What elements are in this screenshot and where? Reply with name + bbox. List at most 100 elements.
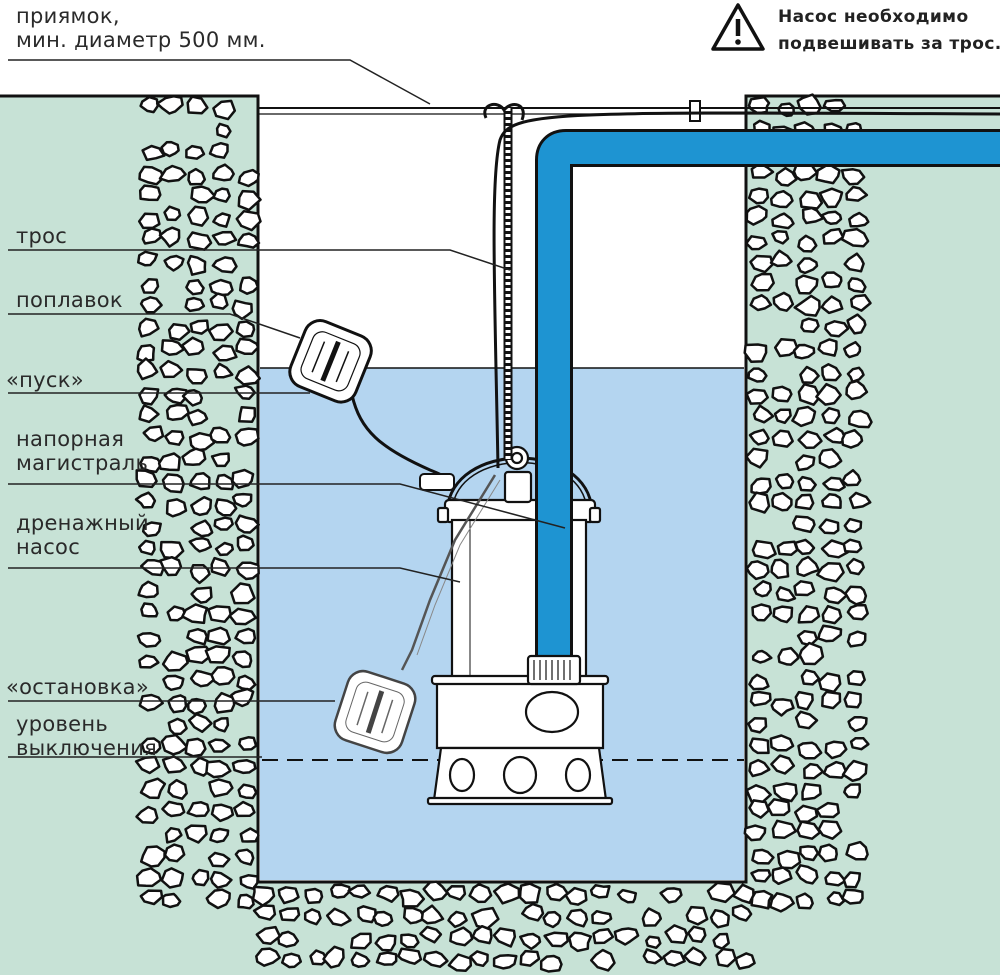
gravel-stone — [161, 892, 182, 909]
gravel-stone — [356, 905, 377, 924]
gravel-stone — [157, 452, 181, 472]
gravel-stone — [137, 317, 160, 338]
label-float: поплавок — [16, 288, 123, 312]
gravel-stone — [231, 758, 257, 775]
gravel-stone — [849, 736, 870, 751]
gravel-stone — [745, 560, 770, 581]
gravel-stone — [186, 408, 209, 427]
gravel-stone — [208, 778, 234, 798]
gravel-stone — [845, 840, 869, 861]
gravel-stone — [845, 185, 869, 202]
gravel-stone — [376, 884, 400, 903]
gravel-stone — [777, 646, 800, 666]
gravel-stone — [189, 319, 210, 335]
gravel-stone — [820, 210, 843, 226]
leader-lines — [8, 59, 566, 758]
gravel-stone — [589, 948, 616, 972]
gravel-stone — [210, 556, 231, 577]
gravel-stone — [845, 379, 869, 401]
gravel-stone — [213, 516, 234, 531]
gravel-stone — [214, 541, 235, 557]
gravel-stone — [400, 933, 420, 949]
gravel-stone — [818, 187, 844, 209]
gravel-stone — [325, 907, 352, 927]
gravel-stone — [791, 515, 816, 534]
gravel-stone — [138, 654, 160, 669]
gravel-stone — [771, 491, 793, 512]
gravel-stone — [794, 493, 815, 511]
gravel-stone — [840, 168, 866, 186]
label-start: «пуск» — [6, 368, 84, 392]
gravel-stone — [228, 607, 257, 626]
gravel-stone — [159, 359, 184, 379]
gravel-stone — [817, 819, 843, 840]
gravel-stone — [214, 498, 238, 517]
label-pressure-line-1: напорная — [16, 427, 125, 451]
gravel-stone — [769, 734, 795, 752]
gravel-stone — [803, 762, 825, 780]
gravel-stone — [188, 431, 216, 452]
gravel-stone — [445, 885, 467, 901]
gravel-stone — [231, 492, 253, 508]
gravel-stone — [187, 167, 207, 186]
gravel-stone — [209, 870, 233, 889]
gravel-stone — [158, 226, 181, 248]
gravel-stone — [772, 605, 794, 624]
gravel-stone — [188, 536, 213, 553]
gravel-stone — [747, 367, 768, 383]
gravel-stone — [769, 189, 794, 209]
pipe-coupling — [526, 654, 582, 686]
power-cable — [492, 111, 1000, 469]
gravel-stone — [164, 826, 183, 844]
gravel-stone — [190, 519, 214, 538]
gravel-stone — [136, 250, 159, 267]
gravel-stone — [818, 518, 840, 535]
gravel-stone — [211, 230, 238, 246]
gravel-stone — [659, 887, 683, 904]
gravel-stone — [160, 867, 185, 889]
drainage-pump — [426, 445, 614, 806]
gravel-stone — [303, 908, 322, 926]
gravel-stone — [139, 889, 164, 906]
gravel-stone — [841, 888, 864, 905]
gravel-stone — [613, 927, 640, 946]
gravel-stone — [206, 626, 232, 646]
gravel-stone — [747, 95, 771, 115]
gravel-stone — [159, 555, 183, 577]
gravel-stone — [592, 927, 615, 945]
gravel-stone — [794, 454, 816, 472]
gravel-stone — [231, 650, 253, 669]
gravel-stone — [163, 843, 186, 863]
gravel-stone — [186, 367, 208, 385]
gravel-stone — [771, 230, 790, 245]
gravel-stone — [135, 867, 163, 888]
gravel-stone — [823, 586, 849, 605]
gravel-stone — [775, 586, 797, 603]
gravel-stone — [190, 495, 213, 517]
gravel-stone — [848, 491, 872, 510]
gravel-stone — [187, 712, 213, 734]
gravel-stone — [824, 871, 847, 887]
gravel-stone — [715, 947, 737, 968]
gravel-stone — [136, 631, 162, 648]
gravel-stone — [468, 882, 493, 904]
gravel-stone — [683, 946, 707, 967]
gravel-stone — [685, 905, 709, 926]
gravel-stone — [422, 950, 449, 968]
gravel-stone — [826, 891, 846, 907]
gravel-stone — [167, 694, 188, 714]
gravel-stone — [815, 162, 841, 185]
gravel-stone — [136, 343, 156, 363]
gravel-stone — [164, 430, 185, 446]
gravel-stone — [748, 673, 770, 691]
gravel-stone — [800, 668, 821, 686]
gravel-stone — [137, 580, 159, 599]
gravel-stone — [162, 674, 185, 692]
gravel-stone — [188, 472, 211, 491]
gravel-stone — [134, 491, 157, 509]
gravel-stone — [231, 468, 255, 489]
gravel-stone — [212, 212, 231, 228]
gravel-stone — [820, 295, 844, 315]
gravel-stone — [749, 294, 773, 312]
